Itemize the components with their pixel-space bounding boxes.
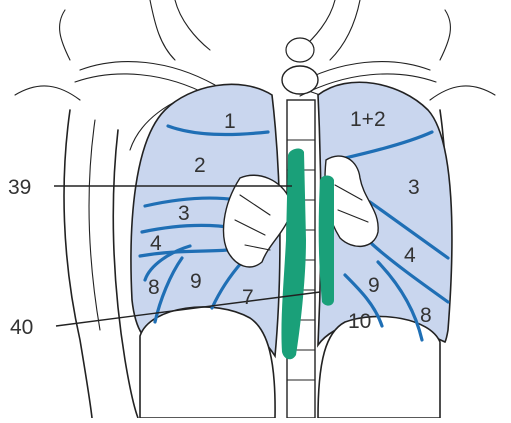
callout-39: 39 <box>8 176 31 199</box>
shoulder-outlines <box>15 0 495 100</box>
left-segment-4: 4 <box>404 244 416 267</box>
right-segment-3: 3 <box>178 202 190 225</box>
callout-40: 40 <box>10 316 33 339</box>
left-segment-9: 9 <box>368 274 380 297</box>
left-segment-1-2: 1+2 <box>350 108 386 131</box>
right-segment-9: 9 <box>190 270 202 293</box>
right-segment-7: 7 <box>242 286 254 309</box>
right-segment-2: 2 <box>194 154 206 177</box>
right-segment-4: 4 <box>150 232 162 255</box>
left-segment-8: 8 <box>420 304 432 327</box>
left-segment-3: 3 <box>408 176 420 199</box>
right-segment-8: 8 <box>148 276 160 299</box>
right-segment-1: 1 <box>224 110 236 133</box>
left-segment-10: 10 <box>348 310 371 333</box>
